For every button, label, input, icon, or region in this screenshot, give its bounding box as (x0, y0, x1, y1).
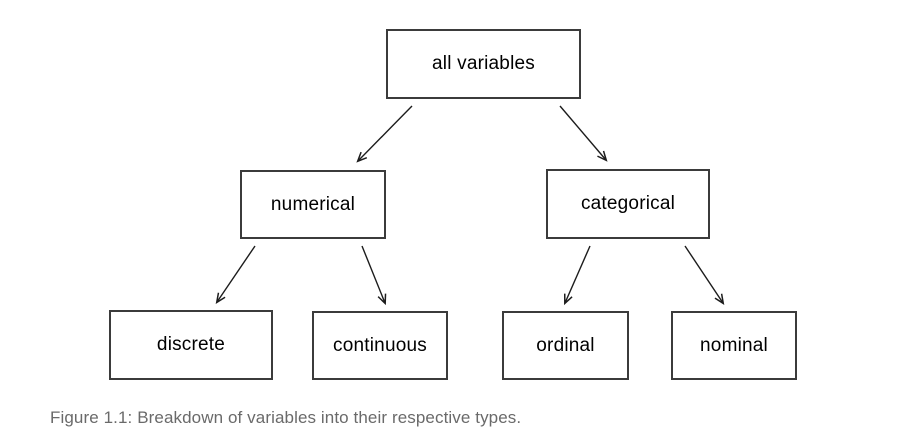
node-numerical-label: numerical (270, 193, 356, 215)
node-nominal-label: nominal (700, 334, 768, 356)
node-continuous-label: continuous (333, 334, 427, 356)
node-ordinal-label: ordinal (536, 334, 595, 356)
arrow-numerical-to-discrete (215, 245, 256, 304)
arrow-categorical-to-nominal (684, 245, 725, 305)
node-numerical: numerical (240, 170, 386, 239)
arrow-numerical-to-continuous (361, 245, 387, 306)
arrow-categorical-to-ordinal (564, 245, 591, 306)
node-discrete-label: discrete (156, 334, 226, 355)
figure-caption: Figure 1.1: Breakdown of variables into … (50, 408, 522, 427)
node-all-variables-label: all variables (432, 53, 535, 74)
arrow-all-variables-to-categorical (559, 105, 608, 162)
arrow-all-variables-to-numerical (356, 105, 413, 163)
node-categorical-label: categorical (580, 193, 676, 214)
node-nominal: nominal (671, 311, 797, 380)
node-continuous: continuous (312, 311, 448, 380)
node-all-variables: all variables (386, 29, 581, 99)
node-discrete: discrete (109, 310, 273, 380)
node-categorical: categorical (546, 169, 710, 239)
node-ordinal: ordinal (502, 311, 629, 380)
